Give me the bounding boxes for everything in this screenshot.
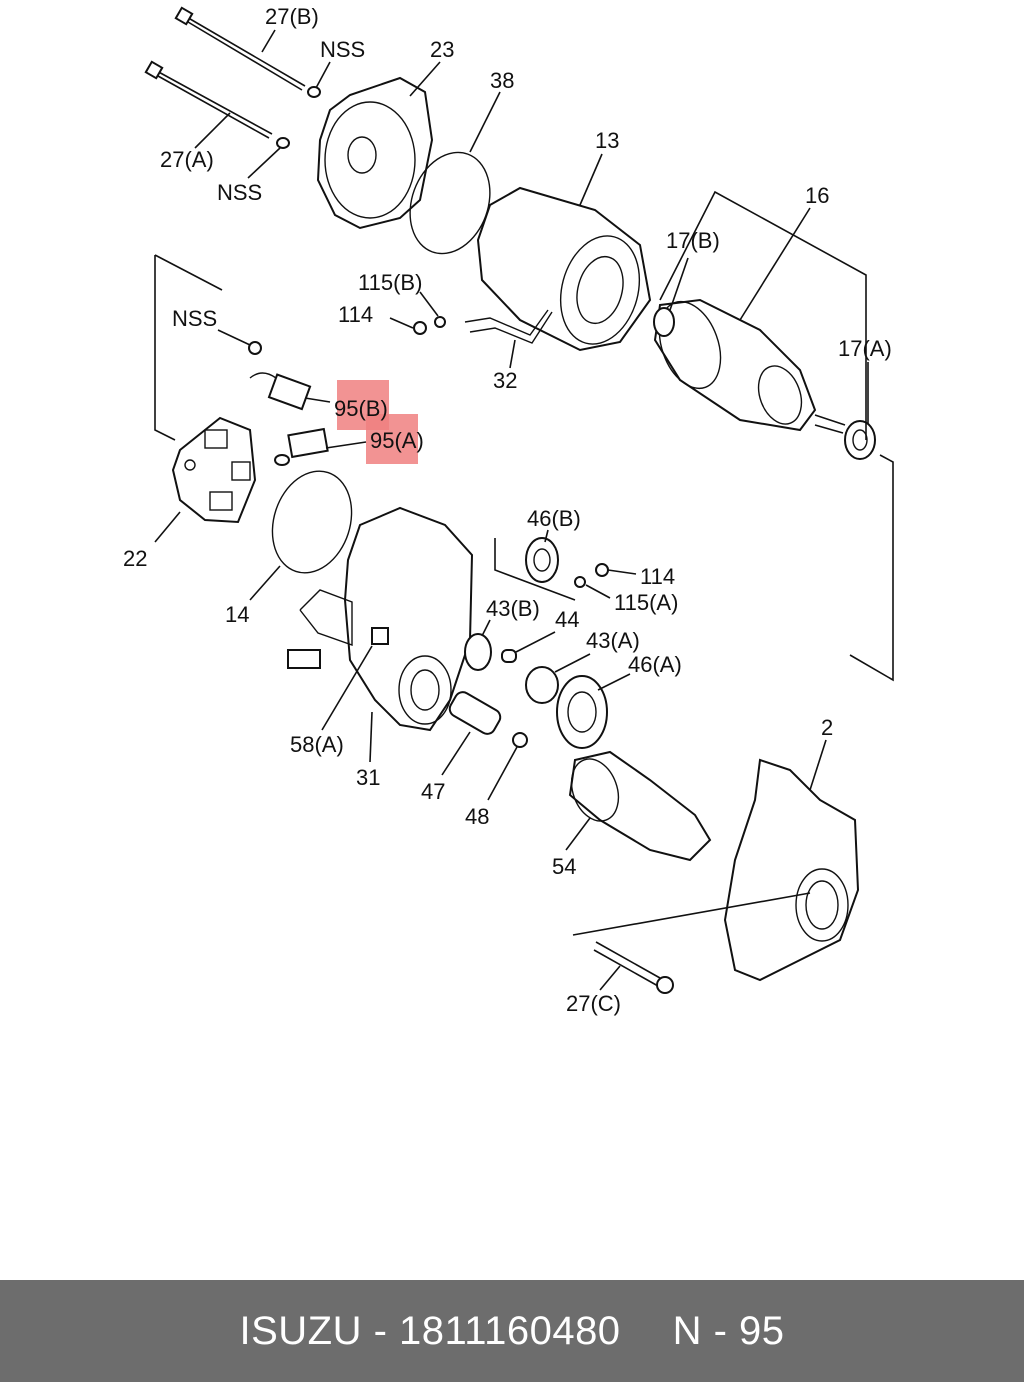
o-ring-14 bbox=[271, 470, 353, 574]
pinion-clutch-54 bbox=[568, 750, 712, 862]
washer-115b bbox=[434, 316, 446, 328]
exploded-parts-diagram: 27(B) NSS 23 38 27(A) NSS 13 16 17(B) 11… bbox=[123, 4, 894, 1016]
callout-46b: 46(B) bbox=[527, 506, 581, 531]
callout-nss-2: NSS bbox=[217, 180, 262, 205]
callout-32: 32 bbox=[493, 368, 517, 393]
spring-47 bbox=[448, 691, 502, 735]
bolt-27a bbox=[144, 60, 273, 139]
armature-16 bbox=[653, 298, 846, 434]
callout-95b: 95(B) bbox=[334, 396, 388, 421]
housing-31 bbox=[299, 506, 474, 732]
footer-ref-separator: - bbox=[713, 1308, 728, 1353]
callout-115a: 115(A) bbox=[614, 590, 678, 615]
terminal-58a bbox=[287, 627, 389, 669]
callout-48: 48 bbox=[465, 804, 489, 829]
callout-47: 47 bbox=[421, 779, 445, 804]
callout-95a: 95(A) bbox=[370, 428, 424, 453]
gear-46b bbox=[525, 537, 559, 583]
callout-114-lower: 114 bbox=[640, 564, 675, 589]
end-cover-23 bbox=[316, 76, 434, 230]
callout-17b: 17(B) bbox=[666, 228, 720, 253]
washer-nss-1 bbox=[307, 86, 321, 98]
footer-brand: ISUZU bbox=[239, 1308, 362, 1353]
callout-58a: 58(A) bbox=[290, 732, 344, 757]
retainer-43a bbox=[525, 666, 559, 704]
callout-17a: 17(A) bbox=[838, 336, 892, 361]
callout-43b: 43(B) bbox=[486, 596, 540, 621]
washer-115a bbox=[574, 576, 586, 588]
callout-27c: 27(C) bbox=[566, 991, 621, 1016]
footer-part-number: 1811160480 bbox=[399, 1308, 621, 1353]
screw-nss bbox=[248, 341, 262, 355]
leader-lines bbox=[154, 29, 869, 991]
bolt-27b bbox=[174, 6, 306, 91]
callout-27a: 27(A) bbox=[160, 147, 214, 172]
callout-31: 31 bbox=[356, 765, 380, 790]
bearing-17a bbox=[844, 420, 876, 460]
callout-115b: 115(B) bbox=[358, 270, 422, 295]
callout-43a: 43(A) bbox=[586, 628, 640, 653]
footer-separator: - bbox=[373, 1308, 388, 1353]
bearing-17b bbox=[653, 307, 675, 337]
nut-114-upper bbox=[413, 321, 427, 335]
callout-13: 13 bbox=[595, 128, 619, 153]
callout-14: 14 bbox=[225, 602, 249, 627]
highlight-95a bbox=[366, 414, 418, 464]
callout-2: 2 bbox=[821, 715, 833, 740]
callout-16: 16 bbox=[805, 183, 829, 208]
callout-22: 22 bbox=[123, 546, 147, 571]
callout-46a: 46(A) bbox=[628, 652, 682, 677]
lead-32 bbox=[464, 309, 549, 336]
callout-44: 44 bbox=[555, 607, 579, 632]
footer-ref-prefix: N bbox=[672, 1308, 702, 1353]
gear-46a bbox=[556, 675, 608, 749]
brush-95a bbox=[274, 427, 329, 466]
callout-nss-1: NSS bbox=[320, 37, 365, 62]
yoke-13 bbox=[476, 186, 652, 352]
callout-27b: 27(B) bbox=[265, 4, 319, 29]
footer-ref-number: 95 bbox=[739, 1308, 785, 1353]
callout-38: 38 bbox=[490, 68, 514, 93]
callout-labels: 27(B) NSS 23 38 27(A) NSS 13 16 17(B) 11… bbox=[123, 4, 892, 1016]
front-housing-2 bbox=[723, 758, 860, 982]
callout-23: 23 bbox=[430, 37, 454, 62]
brush-holder-22 bbox=[171, 416, 257, 524]
nut-114-lower bbox=[595, 563, 609, 577]
bolt-27c bbox=[593, 941, 674, 994]
washer-nss-2 bbox=[276, 137, 290, 149]
pin-44 bbox=[501, 649, 517, 663]
callout-114-upper: 114 bbox=[338, 302, 373, 327]
callout-54: 54 bbox=[552, 854, 576, 879]
brush-95b bbox=[249, 372, 312, 411]
part-number-footer: ISUZU - 1811160480 N - 95 bbox=[0, 1280, 1024, 1382]
ball-48 bbox=[512, 732, 528, 748]
washer-43b bbox=[464, 633, 492, 671]
callout-nss-3: NSS bbox=[172, 306, 217, 331]
